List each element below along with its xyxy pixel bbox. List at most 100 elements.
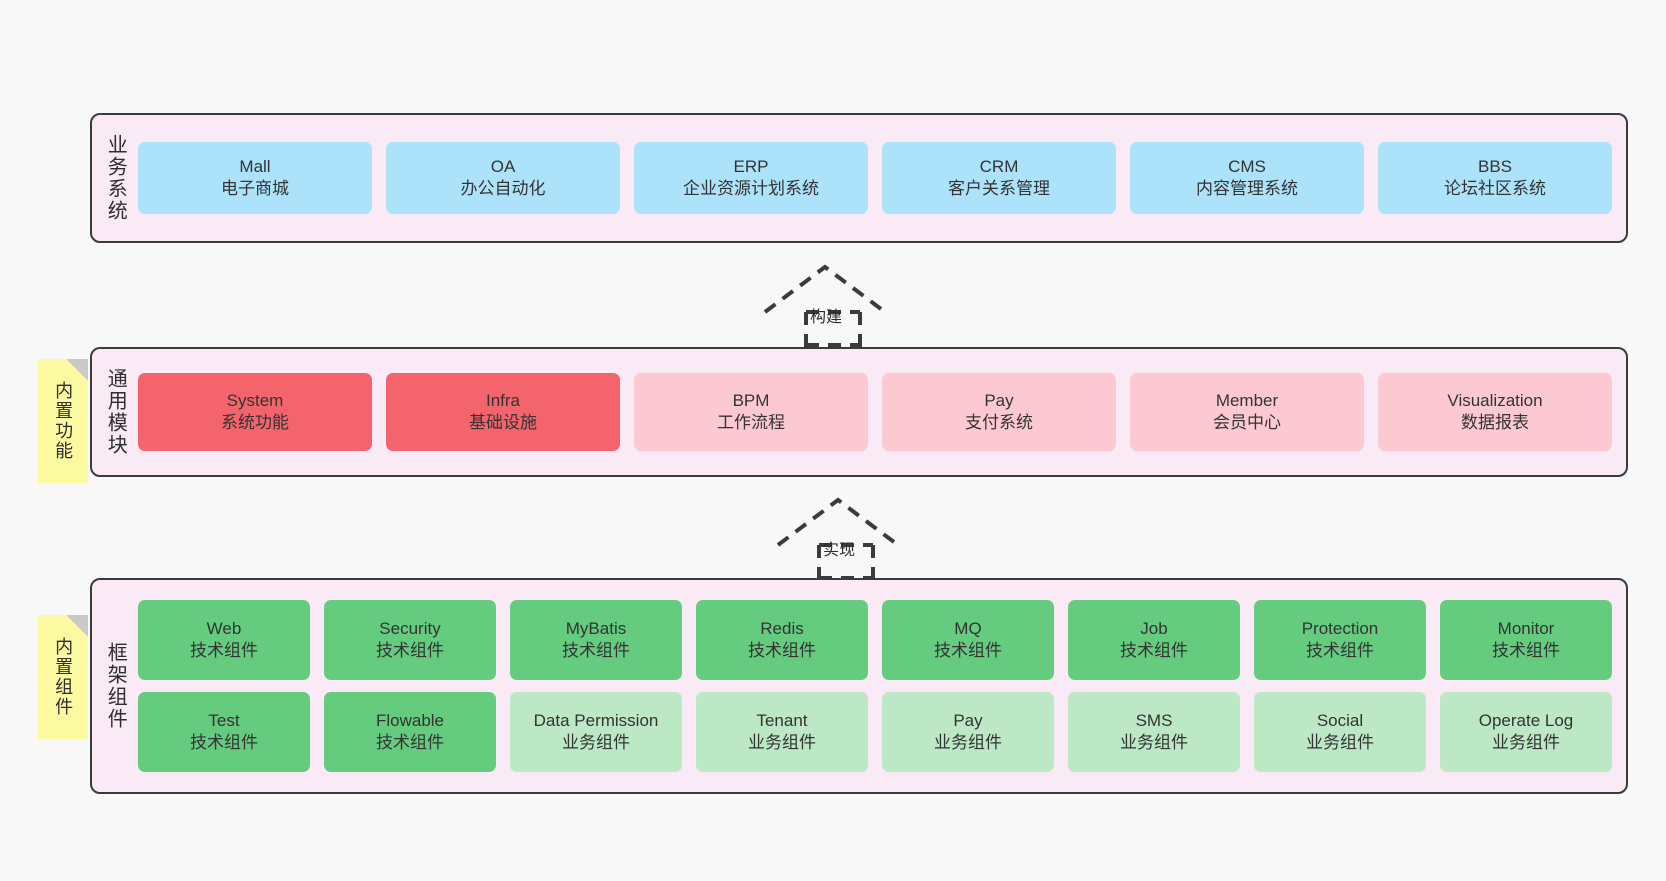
cell-title: Monitor [1497,618,1555,638]
cell-title: Web [206,618,242,638]
cell-subtitle: 数据报表 [1461,413,1529,432]
cell-pay-business[interactable]: Pay 业务组件 [882,692,1054,772]
cell-row: Web 技术组件 Security 技术组件 MyBatis 技术组件 Redi… [138,600,1612,680]
cell-subtitle: 客户关系管理 [948,179,1050,198]
cell-subtitle: 技术组件 [376,733,444,752]
cell-subtitle: 企业资源计划系统 [683,179,819,198]
cell-title: MQ [954,618,982,638]
cell-mybatis[interactable]: MyBatis 技术组件 [510,600,682,680]
cell-member[interactable]: Member 会员中心 [1130,373,1364,451]
cell-title: CMS [1228,156,1266,176]
cell-mq[interactable]: MQ 技术组件 [882,600,1054,680]
cell-subtitle: 技术组件 [190,641,258,660]
cell-subtitle: 业务组件 [1120,733,1188,752]
cell-title: ERP [733,156,769,176]
cell-title: Security [379,618,441,638]
arrow-implement-label: 实现 [823,542,856,559]
cell-title: Protection [1301,618,1379,638]
cell-title: Social [1316,710,1364,730]
cells-common-modules: System 系统功能 Infra 基础设施 BPM 工作流程 Pay 支付系统… [138,349,1626,475]
cell-erp[interactable]: ERP 企业资源计划系统 [634,142,868,214]
cell-mall[interactable]: Mall 电子商城 [138,142,372,214]
cell-row: Test 技术组件 Flowable 技术组件 Data Permission … [138,692,1612,772]
cell-security[interactable]: Security 技术组件 [324,600,496,680]
layer-title-framework-components: 框架组件 [104,642,127,730]
cell-cms[interactable]: CMS 内容管理系统 [1130,142,1364,214]
cell-operate-log[interactable]: Operate Log 业务组件 [1440,692,1612,772]
layer-common-modules: 通用模块 System 系统功能 Infra 基础设施 BPM 工作流程 Pay… [90,347,1628,477]
cell-subtitle: 技术组件 [1492,641,1560,660]
cell-test[interactable]: Test 技术组件 [138,692,310,772]
cell-subtitle: 技术组件 [562,641,630,660]
cell-subtitle: 支付系统 [965,413,1033,432]
cell-title: Member [1215,390,1279,410]
cell-pay[interactable]: Pay 支付系统 [882,373,1116,451]
cell-title: Tenant [756,710,808,730]
cell-title: Flowable [375,710,445,730]
cell-crm[interactable]: CRM 客户关系管理 [882,142,1116,214]
cell-oa[interactable]: OA 办公自动化 [386,142,620,214]
layer-title-common-modules: 通用模块 [104,368,127,456]
cell-title: Operate Log [1478,710,1574,730]
cell-data-permission[interactable]: Data Permission 业务组件 [510,692,682,772]
layer-business-systems: 业务系统 Mall 电子商城 OA 办公自动化 ERP 企业资源计划系统 CRM… [90,113,1628,243]
cell-subtitle: 业务组件 [1306,733,1374,752]
cell-tenant[interactable]: Tenant 业务组件 [696,692,868,772]
cell-monitor[interactable]: Monitor 技术组件 [1440,600,1612,680]
cell-title: BBS [1477,156,1513,176]
cells-business-systems: Mall 电子商城 OA 办公自动化 ERP 企业资源计划系统 CRM 客户关系… [138,115,1626,241]
cell-social[interactable]: Social 业务组件 [1254,692,1426,772]
cell-redis[interactable]: Redis 技术组件 [696,600,868,680]
arrow-build: 构建 [760,262,910,347]
cell-visualization[interactable]: Visualization 数据报表 [1378,373,1612,451]
cell-subtitle: 业务组件 [562,733,630,752]
cell-title: Data Permission [533,710,659,730]
cell-title: Pay [953,710,983,730]
cell-bpm[interactable]: BPM 工作流程 [634,373,868,451]
cell-subtitle: 内容管理系统 [1196,179,1298,198]
cell-subtitle: 工作流程 [717,413,785,432]
cell-title: BPM [732,390,770,410]
cell-title: Visualization [1447,390,1543,410]
cell-title: Job [1140,618,1168,638]
cell-subtitle: 论坛社区系统 [1444,179,1546,198]
cell-subtitle: 技术组件 [934,641,1002,660]
cell-title: SMS [1135,710,1173,730]
cell-subtitle: 会员中心 [1213,413,1281,432]
arrow-implement-glyph [776,497,900,580]
cell-bbs[interactable]: BBS 论坛社区系统 [1378,142,1612,214]
cell-sms[interactable]: SMS 业务组件 [1068,692,1240,772]
cell-subtitle: 技术组件 [1120,641,1188,660]
note-builtin-features: 内置功能 [38,359,88,483]
cell-title: CRM [979,156,1019,176]
cell-title: Test [208,710,240,730]
cell-job[interactable]: Job 技术组件 [1068,600,1240,680]
cell-protection[interactable]: Protection 技术组件 [1254,600,1426,680]
cell-subtitle: 技术组件 [1306,641,1374,660]
arrow-implement: 实现 [773,495,923,580]
cell-flowable[interactable]: Flowable 技术组件 [324,692,496,772]
note-builtin-components: 内置组件 [38,615,88,739]
cell-infra[interactable]: Infra 基础设施 [386,373,620,451]
cell-subtitle: 办公自动化 [460,179,546,198]
cell-subtitle: 业务组件 [934,733,1002,752]
arrow-build-glyph [763,264,887,347]
cell-subtitle: 业务组件 [748,733,816,752]
cell-subtitle: 技术组件 [190,733,258,752]
cell-title: OA [490,156,516,176]
cell-title: Infra [485,390,521,410]
cell-web[interactable]: Web 技术组件 [138,600,310,680]
cell-title: Redis [760,618,804,638]
cells-framework-components: Web 技术组件 Security 技术组件 MyBatis 技术组件 Redi… [138,580,1626,792]
arrow-build-label: 构建 [810,309,843,326]
cell-title: Mall [239,156,271,176]
cell-subtitle: 电子商城 [221,179,289,198]
layer-title-business-systems: 业务系统 [104,134,127,222]
cell-subtitle: 系统功能 [221,413,289,432]
cell-subtitle: 业务组件 [1492,733,1560,752]
cell-title: System [226,390,284,410]
cell-system[interactable]: System 系统功能 [138,373,372,451]
cell-title: MyBatis [565,618,627,638]
cell-row: Mall 电子商城 OA 办公自动化 ERP 企业资源计划系统 CRM 客户关系… [138,142,1612,214]
